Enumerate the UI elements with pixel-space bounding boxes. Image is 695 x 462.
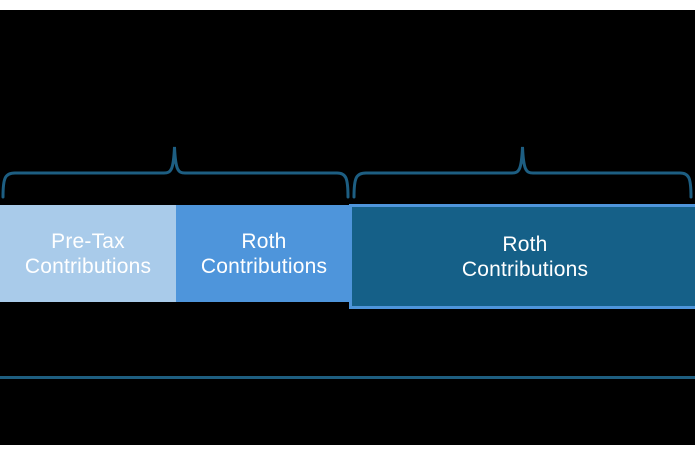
roth-contributions-small-label: Roth Contributions [201, 229, 327, 279]
label-line-2: Contributions [200, 254, 328, 278]
label-line-1: Roth [502, 232, 548, 256]
label-line-2: Contributions [24, 254, 152, 278]
bottom-page-margin [0, 445, 695, 462]
roth-contributions-large-bar: Roth Contributions [349, 204, 695, 309]
roth-contributions-large-label: Roth Contributions [462, 232, 588, 282]
label-line-1: Roth [241, 229, 287, 253]
label-line-2: Contributions [461, 257, 589, 281]
roth-contributions-small-bar: Roth Contributions [176, 205, 352, 302]
pretax-contributions-bar: Pre-Tax Contributions [0, 205, 176, 302]
left-brace [1, 146, 350, 199]
horizontal-divider-line [0, 376, 695, 379]
top-page-margin [0, 0, 695, 10]
pretax-contributions-label: Pre-Tax Contributions [25, 229, 151, 279]
label-line-1: Pre-Tax [51, 229, 125, 253]
right-brace [352, 146, 693, 199]
